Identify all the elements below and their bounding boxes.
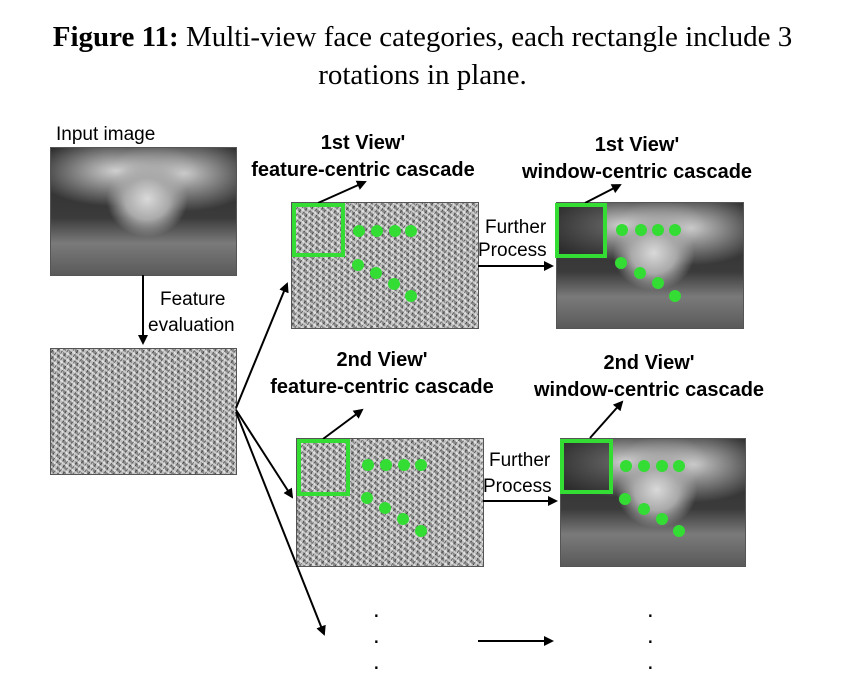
view1-feature-title-1: 1st View' <box>320 132 406 154</box>
input-image <box>50 147 237 276</box>
dot <box>652 224 664 236</box>
ellipsis-left-1: . <box>373 596 380 623</box>
dot <box>380 459 392 471</box>
dot <box>388 278 400 290</box>
view2-feature-title-1: 2nd View' <box>336 349 428 371</box>
dot <box>638 460 650 472</box>
caption-line-2: rotations in plane. <box>318 59 527 91</box>
dot <box>405 290 417 302</box>
dot <box>361 492 373 504</box>
dot <box>370 267 382 279</box>
view1-feature-window-box <box>292 203 345 257</box>
dot <box>405 225 417 237</box>
feature-eval-label-2: evaluation <box>148 315 235 336</box>
dot <box>620 460 632 472</box>
dot <box>379 502 391 514</box>
input-image-label: Input image <box>56 124 156 145</box>
dot <box>669 290 681 302</box>
view1-window-dots <box>615 224 681 302</box>
view2-feature-dots <box>361 459 427 537</box>
dot <box>398 459 410 471</box>
dot <box>397 513 409 525</box>
ellipsis-left-3: . <box>373 648 380 675</box>
arrow-to-more <box>235 411 326 636</box>
view2-feature-title-2: feature-centric cascade <box>270 376 494 398</box>
view1-window-title-2: window-centric cascade <box>521 161 753 183</box>
dot <box>615 257 627 269</box>
view1-window-title-1: 1st View' <box>594 134 680 156</box>
view2-further-label: Further <box>489 450 551 471</box>
ellipsis-right-2: . <box>647 622 654 649</box>
feature-eval-label-1: Feature <box>160 289 226 310</box>
dot <box>673 460 685 472</box>
dot <box>415 459 427 471</box>
view2-window-box <box>560 439 613 494</box>
view1-window-image <box>556 202 744 329</box>
dot <box>619 493 631 505</box>
view1-window-box <box>555 203 607 258</box>
view1-process-label: Process <box>478 240 547 261</box>
ellipsis-right-1: . <box>647 596 654 623</box>
figure-caption: Figure 11: Multi-view face categories, e… <box>0 18 845 94</box>
dot <box>673 525 685 537</box>
dot <box>652 277 664 289</box>
dot <box>389 225 401 237</box>
view2-feature-window-box <box>297 439 350 496</box>
view2-process-label: Process <box>483 476 552 497</box>
caption-line-1: Figure 11: Multi-view face categories, e… <box>0 18 845 56</box>
dot <box>371 225 383 237</box>
ellipsis-left-2: . <box>373 622 380 649</box>
ellipsis-right-3: . <box>647 648 654 675</box>
dot <box>353 225 365 237</box>
view1-feature-dots <box>352 225 417 302</box>
view2-window-dots <box>619 460 685 537</box>
dot <box>656 513 668 525</box>
arrow-view1-feature-title <box>317 180 367 204</box>
arrow-view1-window-title <box>584 184 622 204</box>
view1-further-label: Further <box>485 217 547 238</box>
dot <box>638 503 650 515</box>
view2-window-title-2: window-centric cascade <box>533 379 765 401</box>
dot <box>362 459 374 471</box>
arrow-to-view2 <box>235 409 294 499</box>
arrow-view2-feature-title <box>322 408 364 440</box>
dot <box>635 224 647 236</box>
feature-image <box>50 348 237 475</box>
arrow-to-view1 <box>235 282 289 409</box>
view1-feature-image <box>291 202 479 329</box>
dot <box>669 224 681 236</box>
dot <box>656 460 668 472</box>
dot <box>616 224 628 236</box>
arrow-view2-window-title <box>589 400 624 439</box>
view2-window-title-1: 2nd View' <box>603 352 695 374</box>
dot <box>415 525 427 537</box>
view1-feature-title-2: feature-centric cascade <box>251 159 475 181</box>
dot <box>352 259 364 271</box>
caption-text-1: Multi-view face categories, each rectang… <box>178 21 793 53</box>
caption-prefix: Figure 11: <box>52 21 179 53</box>
dot <box>634 267 646 279</box>
view2-feature-image <box>296 438 484 567</box>
